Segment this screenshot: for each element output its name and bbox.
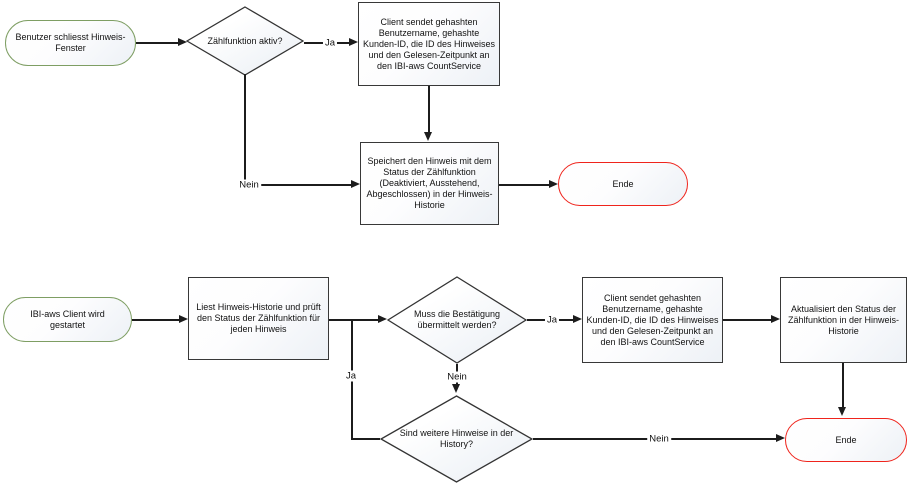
connector-store-to-ende bbox=[499, 184, 550, 186]
start-node-ibi-aws-client-gestartet: IBI-aws Client wird gestartet bbox=[3, 297, 132, 342]
connector-decision-top-nein-vertical bbox=[244, 74, 246, 185]
decision-node-sind-weitere-hinweise: Sind weitere Hinweise in der History? bbox=[380, 395, 533, 483]
edge-label-ja: Ja bbox=[544, 314, 560, 326]
edge-label-nein: Nein bbox=[647, 433, 671, 445]
node-label: Ende bbox=[835, 434, 857, 445]
arrowhead-icon bbox=[452, 384, 460, 393]
arrowhead-icon bbox=[378, 315, 387, 323]
arrowhead-icon bbox=[776, 434, 785, 442]
end-node-bottom: Ende bbox=[785, 418, 907, 462]
process-node-speichert-hinweis: Speichert den Hinweis mit dem Status der… bbox=[360, 142, 499, 225]
arrowhead-icon bbox=[179, 315, 188, 323]
diamond-shape bbox=[380, 395, 533, 483]
node-label: Liest Hinweis-Historie und prüft den Sta… bbox=[196, 302, 321, 334]
edge-label-nein: Nein bbox=[445, 371, 469, 383]
edge-label-ja: Ja bbox=[343, 370, 359, 382]
node-label: Ende bbox=[612, 178, 634, 189]
connector-decision-top-nein-horizontal bbox=[244, 184, 352, 186]
arrowhead-icon bbox=[838, 407, 846, 416]
process-node-client-sendet-top: Client sendet gehashten Benutzername, ge… bbox=[358, 2, 500, 86]
arrowhead-icon bbox=[424, 132, 432, 141]
arrowhead-icon bbox=[178, 38, 187, 46]
node-label: Zählfunktion aktiv? bbox=[207, 35, 283, 46]
decision-node-zaehlfunktion-aktiv: Zählfunktion aktiv? bbox=[186, 6, 304, 76]
node-label: Speichert den Hinweis mit dem Status der… bbox=[366, 156, 493, 210]
connector-read-to-confirm bbox=[329, 319, 379, 321]
connector-start-to-decision-top bbox=[136, 42, 179, 44]
arrowhead-icon bbox=[351, 180, 360, 188]
edge-label-ja: Ja bbox=[322, 37, 338, 49]
process-node-liest-hinweis-historie: Liest Hinweis-Historie und prüft den Sta… bbox=[188, 277, 329, 360]
node-label: Client sendet gehashten Benutzername, ge… bbox=[362, 16, 496, 71]
node-label: Aktualisiert den Status der Zählfunktion… bbox=[787, 303, 900, 336]
connector-start-to-read bbox=[132, 319, 180, 321]
start-node-benutzer-schliesst-hinweis-fenster: Benutzer schliesst Hinweis-Fenster bbox=[5, 20, 136, 66]
connector-update-to-ende bbox=[842, 363, 844, 408]
node-label: Benutzer schliesst Hinweis-Fenster bbox=[15, 32, 126, 53]
decision-node-muss-bestaetigung-uebermittelt: Muss die Bestätigung übermittelt werden? bbox=[387, 276, 527, 364]
process-node-client-sendet-bottom: Client sendet gehashten Benutzername, ge… bbox=[582, 277, 723, 363]
connector-more-ja-horizontal bbox=[351, 438, 380, 440]
node-label: Client sendet gehashten Benutzername, ge… bbox=[586, 292, 719, 347]
node-label: IBI-aws Client wird gestartet bbox=[30, 308, 105, 330]
arrowhead-icon bbox=[573, 315, 582, 323]
end-node-top: Ende bbox=[558, 162, 688, 206]
arrowhead-icon bbox=[549, 180, 558, 188]
edge-label-nein: Nein bbox=[237, 179, 261, 191]
node-label: Sind weitere Hinweise in der History? bbox=[399, 428, 514, 449]
connector-send-to-update bbox=[723, 319, 772, 321]
diamond-shape bbox=[387, 276, 527, 364]
node-label: Muss die Bestätigung übermittelt werden? bbox=[413, 309, 501, 330]
process-node-aktualisiert-status: Aktualisiert den Status der Zählfunktion… bbox=[780, 277, 907, 363]
arrowhead-icon bbox=[349, 38, 358, 46]
arrowhead-icon bbox=[771, 315, 780, 323]
connector-send-to-store bbox=[428, 86, 430, 132]
